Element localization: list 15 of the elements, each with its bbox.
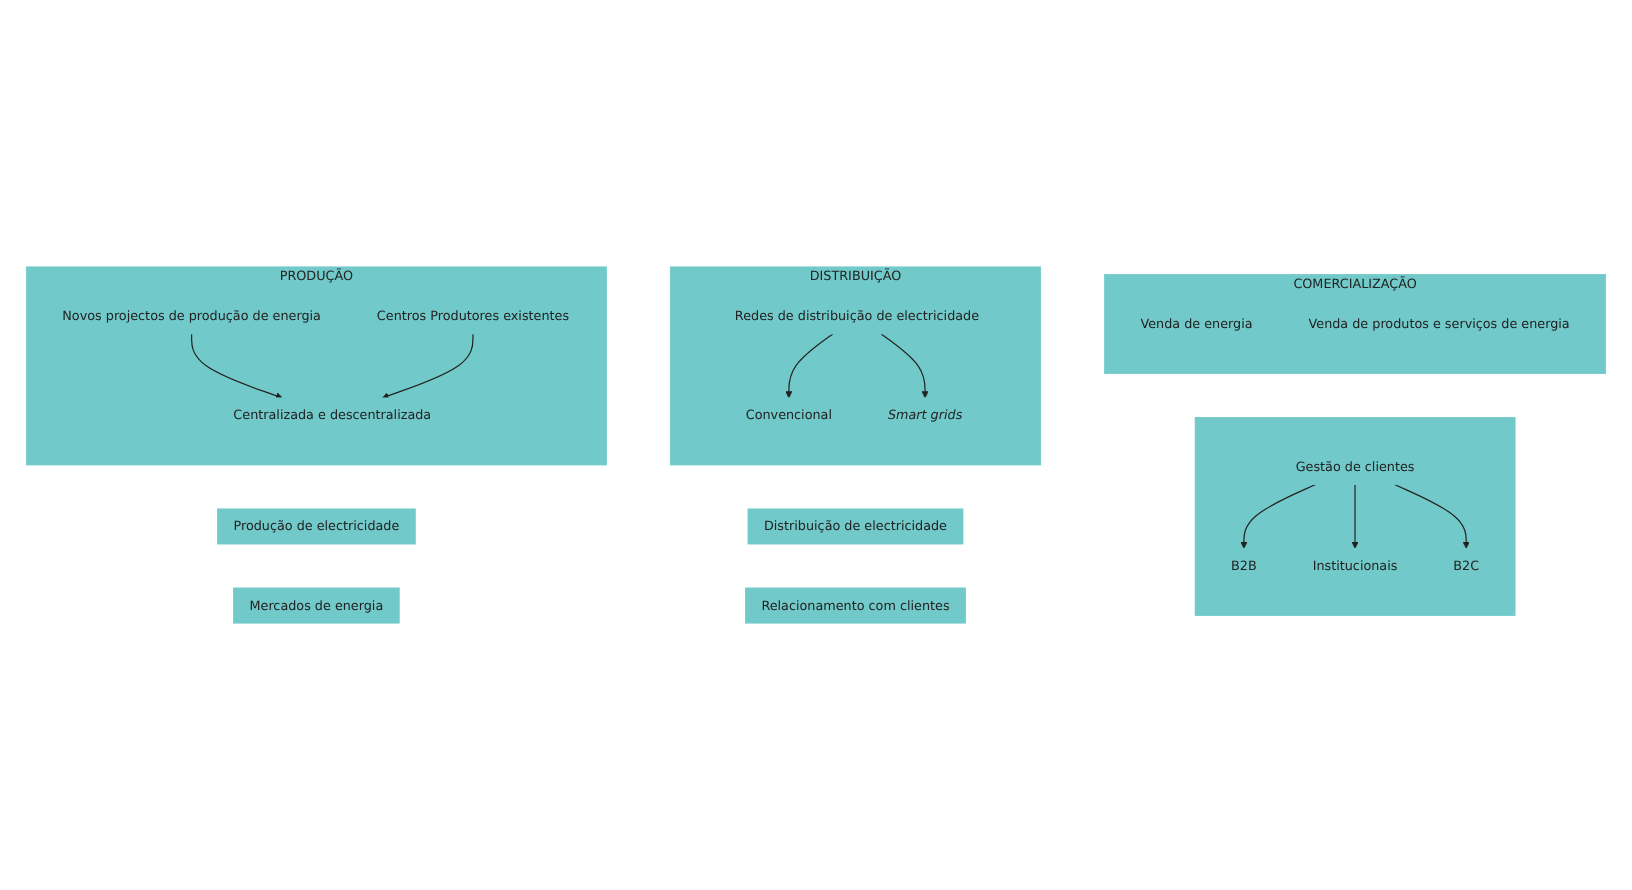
cluster — [1104, 274, 1607, 374]
arrow — [1393, 483, 1470, 549]
cluster — [1194, 417, 1516, 616]
node-box — [747, 508, 964, 545]
cluster — [25, 266, 607, 466]
node-box — [233, 587, 400, 624]
arrow — [1240, 483, 1317, 549]
node-box — [217, 508, 416, 545]
arrow — [785, 333, 834, 399]
arrow — [381, 333, 474, 400]
arrow — [880, 333, 929, 399]
arrow — [1351, 483, 1359, 549]
node-box — [745, 587, 966, 624]
arrow — [191, 333, 283, 400]
cluster — [669, 266, 1042, 466]
